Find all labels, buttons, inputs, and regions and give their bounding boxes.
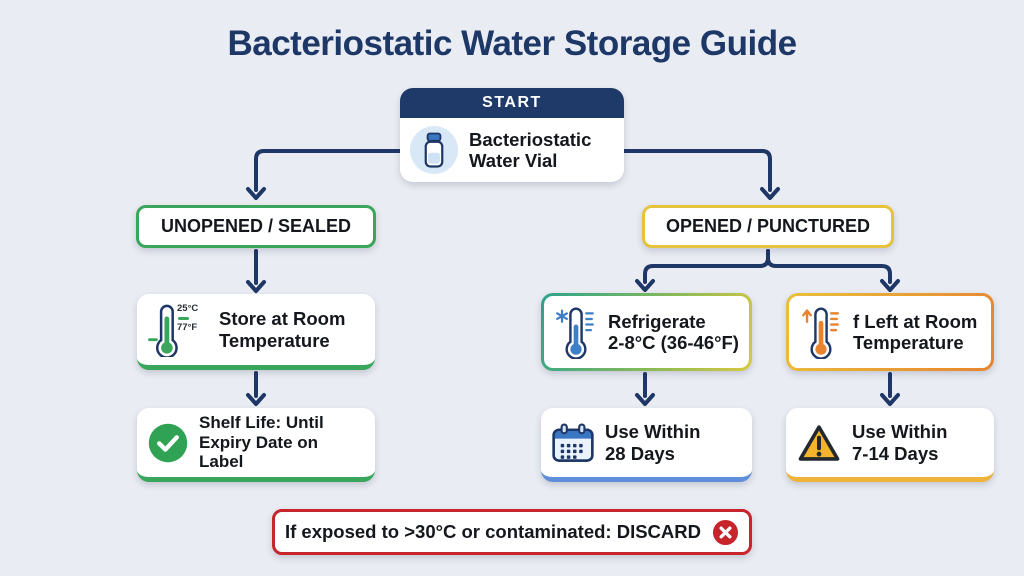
connector-start-to-unopened xyxy=(254,149,403,192)
calendar-icon xyxy=(551,421,595,465)
arrowhead xyxy=(635,279,655,292)
left-at-room-label: f Left at Room Temperature xyxy=(853,310,978,353)
connector-start-to-opened xyxy=(621,149,772,192)
thermometer-room-icon: 25°C 77°F xyxy=(147,303,209,357)
node-refrigerate: Refrigerate 2-8°C (36-46°F) xyxy=(541,293,752,371)
node-left-at-room: f Left at Room Temperature xyxy=(786,293,994,371)
node-use-within-28: Use Within 28 Days xyxy=(541,408,752,482)
temp-dash xyxy=(178,316,189,320)
arrowhead xyxy=(246,393,266,406)
branch-opened: OPENED / PUNCTURED xyxy=(642,205,894,248)
use-within-28-label: Use Within 28 Days xyxy=(605,421,701,464)
connector-opened-to-refrigerate xyxy=(643,249,770,284)
thermometer-cold-snowflake-icon xyxy=(554,305,598,359)
branch-opened-label: OPENED / PUNCTURED xyxy=(665,216,871,236)
node-use-within-7-14: Use Within 7-14 Days xyxy=(786,408,994,482)
arrowhead xyxy=(760,187,780,200)
warning-label: If exposed to >30°C or contaminated: DIS… xyxy=(284,521,701,542)
check-circle-icon xyxy=(147,422,189,464)
arrowhead xyxy=(246,187,266,200)
use-within-7-14-label: Use Within 7-14 Days xyxy=(852,421,948,464)
start-body: Bacteriostatic Water Vial xyxy=(400,118,624,182)
arrowhead xyxy=(635,393,655,406)
branch-unopened-label: UNOPENED / SEALED xyxy=(160,216,352,236)
temp-celsius-label: 25°C xyxy=(177,302,199,314)
discard-x-circle-icon xyxy=(712,519,739,546)
warning-banner: If exposed to >30°C or contaminated: DIS… xyxy=(272,509,752,555)
arrowhead xyxy=(246,280,266,293)
shelf-life-label: Shelf Life: Until Expiry Date on Label xyxy=(199,412,324,472)
arrowhead xyxy=(880,393,900,406)
start-label: Bacteriostatic Water Vial xyxy=(469,128,592,171)
node-store-room: 25°C 77°F Store at Room Temperature xyxy=(137,294,375,370)
water-vial-icon xyxy=(410,126,458,174)
connector-opened-to-leftroom xyxy=(766,249,892,284)
start-node: START Bacteriostatic Water Vial xyxy=(400,88,624,182)
page-title: Bacteriostatic Water Storage Guide xyxy=(227,24,797,63)
arrowhead xyxy=(880,279,900,292)
start-header: START xyxy=(400,88,624,118)
refrigerate-label: Refrigerate 2-8°C (36-46°F) xyxy=(608,310,739,353)
thermometer-warm-up-arrow-icon xyxy=(799,305,843,359)
temp-fahrenheit-label: 77°F xyxy=(177,321,198,333)
warning-triangle-icon xyxy=(796,422,842,464)
branch-unopened: UNOPENED / SEALED xyxy=(136,205,376,248)
store-room-label: Store at Room Temperature xyxy=(219,308,346,351)
node-shelf-life: Shelf Life: Until Expiry Date on Label xyxy=(137,408,375,482)
